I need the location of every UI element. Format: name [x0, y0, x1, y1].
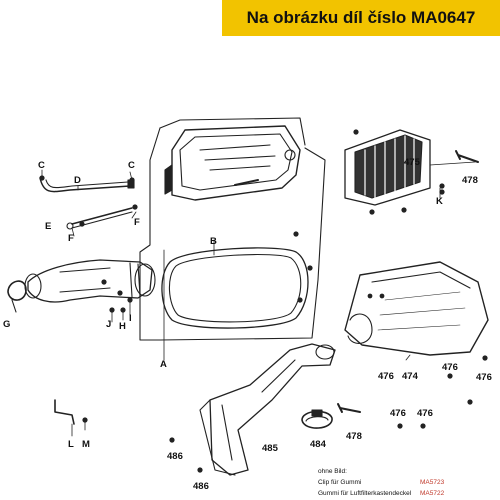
callout-485: 485 [262, 443, 278, 454]
callout-g: G [3, 319, 11, 330]
callout-c-right: C [128, 160, 135, 171]
note-row-desc: Clip für Gummi [318, 479, 362, 486]
note-row-code: MA5723 [420, 479, 445, 486]
bolt-478b-drawing [337, 403, 361, 413]
note-row-desc: Gummi für Luftfilterkastendeckel [318, 490, 412, 497]
outlet-tube-drawing [199, 343, 336, 476]
bracket-l-drawing [54, 399, 75, 425]
hose-f-drawing [66, 207, 133, 230]
callout-476-b: 476 [442, 362, 458, 373]
callout-f-left: F [68, 233, 74, 244]
part-number-banner: Na obrázku díl číslo MA0647 [222, 0, 500, 36]
group-outline-top [159, 117, 306, 146]
callout-486-a: 486 [167, 451, 183, 462]
clamp-484-drawing [301, 409, 333, 429]
callout-c-left: C [38, 160, 45, 171]
callout-l: L [68, 439, 74, 450]
group-outline [139, 127, 161, 341]
filter-element-drawing [344, 129, 431, 206]
callout-j: J [106, 319, 112, 330]
callout-a: A [160, 359, 167, 370]
callout-478-bottom: 478 [346, 431, 362, 442]
callout-476-c: 476 [476, 372, 492, 383]
intake-duct-drawing [24, 259, 156, 303]
callout-i: I [129, 313, 132, 324]
callout-484: 484 [310, 439, 326, 450]
callout-475: 475 [404, 157, 420, 168]
leader-lines [41, 161, 476, 437]
gasket-b-drawing [161, 247, 309, 329]
callout-k: K [436, 196, 443, 207]
group-outline-right [159, 147, 326, 341]
callout-476-e: 476 [417, 408, 433, 419]
callout-e: E [45, 221, 52, 232]
part-number-banner-text: Na obrázku díl číslo MA0647 [246, 8, 476, 27]
airbox-housing-drawing [344, 261, 489, 356]
callout-474: 474 [402, 371, 418, 382]
callout-f-right: F [134, 217, 140, 228]
callout-476-d: 476 [390, 408, 406, 419]
airbox-cover-drawing [164, 125, 301, 201]
screw-set [39, 129, 488, 473]
tube-d-drawing [39, 177, 135, 193]
callout-486-b: 486 [193, 481, 209, 492]
callout-478-top: 478 [462, 175, 478, 186]
callout-m: M [82, 439, 90, 450]
callout-d: D [74, 175, 81, 186]
note-row-code: MA5722 [420, 490, 445, 497]
callout-476-a: 476 [378, 371, 394, 382]
notes-heading: ohne Bild: [318, 468, 347, 475]
callout-h: H [119, 321, 126, 332]
callout-b: B [210, 236, 217, 247]
bolt-478a-drawing [455, 150, 479, 163]
clamp-g-drawing [7, 280, 27, 313]
